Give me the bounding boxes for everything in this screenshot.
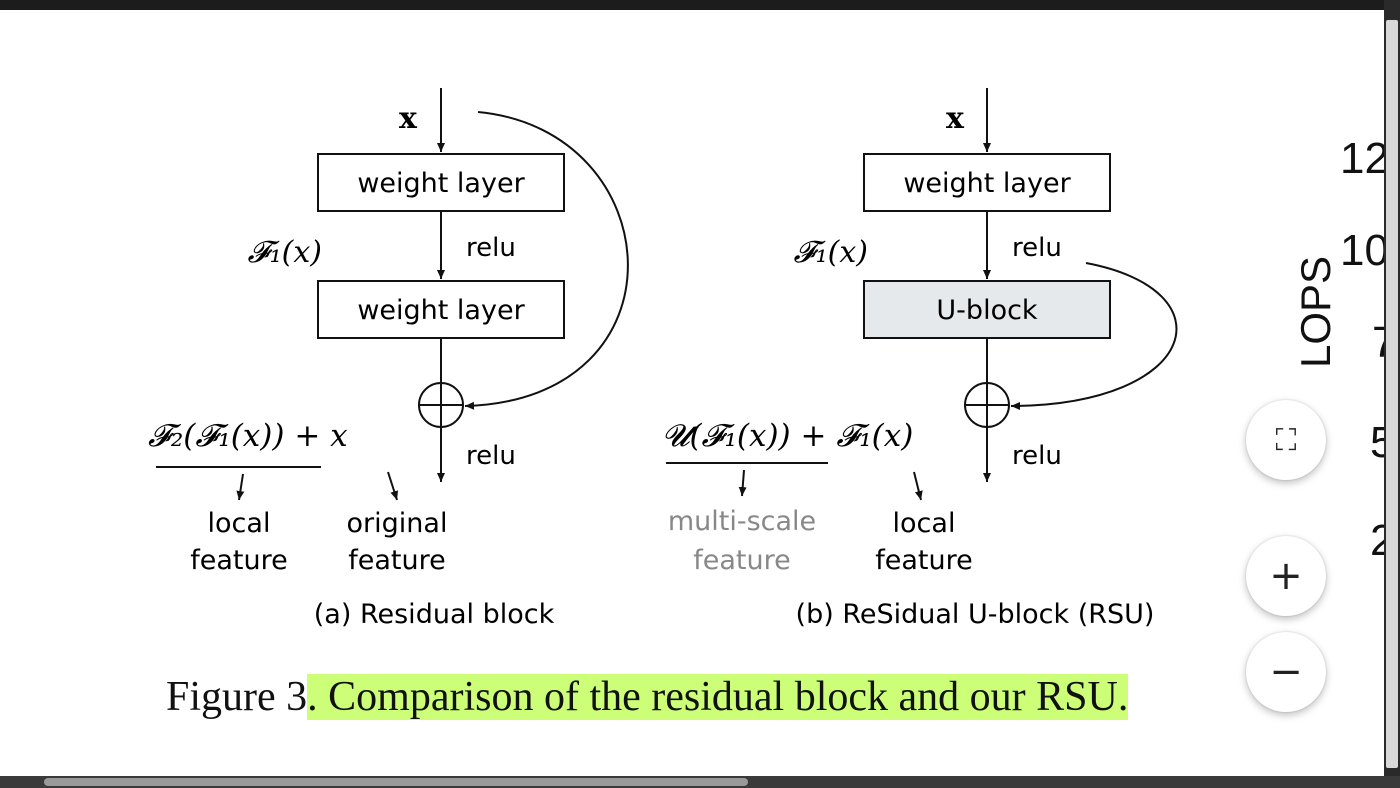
right-relu-1: relu	[1012, 233, 1062, 263]
plus-icon: +	[1269, 553, 1303, 599]
zoom-in-button[interactable]: +	[1246, 536, 1326, 616]
vertical-scrollbar-thumb[interactable]	[1386, 20, 1398, 768]
caption-highlighted: . Comparison of the residual block and o…	[307, 674, 1129, 720]
y-axis-label: LOPS	[1292, 255, 1339, 369]
left-skip-connection	[464, 111, 629, 410]
right-arrow-multiscale	[738, 469, 747, 497]
left-weight-layer-2	[317, 280, 565, 339]
left-arrow-local	[236, 473, 245, 501]
left-original-label-2: feature	[348, 545, 445, 576]
fit-screen-button[interactable]: ⛶	[1246, 400, 1326, 480]
document-viewer: x weight layer relu 𝓕₁(x) weight layer r…	[148, 88, 1384, 726]
left-weight-layer-2-label: weight layer	[357, 295, 525, 326]
left-local-label-2: feature	[190, 545, 287, 576]
minus-icon: −	[1269, 649, 1303, 695]
zoom-out-button[interactable]: −	[1246, 632, 1326, 712]
rsu-block: x weight layer relu 𝓕₁(x) U-block relu 𝓤…	[662, 88, 1178, 630]
right-subcaption: (b) ReSidual U-block (RSU)	[796, 599, 1155, 630]
fit-screen-icon: ⛶	[1275, 422, 1297, 458]
horizontal-scrollbar-thumb[interactable]	[44, 778, 748, 786]
left-weight-layer-1-label: weight layer	[357, 168, 525, 199]
right-arrow-local	[913, 471, 923, 501]
left-f1-label: 𝓕₁(x)	[248, 235, 323, 270]
right-relu-2: relu	[1012, 441, 1062, 471]
y-tick-10: 10	[1340, 226, 1384, 275]
right-local-label-2: feature	[875, 545, 972, 576]
right-input-label: x	[946, 101, 965, 136]
right-weight-layer-label: weight layer	[903, 168, 1071, 199]
left-input-label: x	[399, 101, 418, 136]
right-local-label-1: local	[893, 508, 956, 539]
right-f1-label: 𝓕₁(x)	[794, 235, 869, 270]
right-multiscale-label-2: feature	[693, 545, 790, 576]
right-multiscale-label-1: multi-scale	[668, 506, 816, 537]
left-sum-expression: 𝓕₂(𝓕₁(x)) + x	[148, 418, 348, 454]
left-original-label-1: original	[347, 508, 448, 539]
y-tick-5: 5	[1370, 418, 1384, 467]
left-relu-1: relu	[466, 233, 516, 263]
left-subcaption: (a) Residual block	[314, 599, 555, 630]
figure-3-diagram: x weight layer relu 𝓕₁(x) weight layer r…	[148, 88, 1178, 630]
right-u-block-label: U-block	[936, 295, 1038, 326]
top-edge-bar	[0, 0, 1400, 10]
left-local-label-1: local	[208, 508, 271, 539]
y-tick-2: 2	[1370, 516, 1384, 565]
right-sum-expression: 𝓤(𝓕₁(x)) + 𝓕₁(x)	[662, 418, 913, 454]
y-tick-7: 7	[1372, 318, 1384, 368]
figure-caption: Figure 3. Comparison of the residual blo…	[166, 668, 1129, 726]
right-skip-connection	[1010, 262, 1178, 410]
left-arrow-original	[387, 471, 399, 501]
residual-block: x weight layer relu 𝓕₁(x) weight layer r…	[148, 88, 629, 630]
caption-prefix: Figure 3	[166, 674, 308, 720]
y-tick-12: 12	[1340, 134, 1384, 183]
left-relu-2: relu	[466, 441, 516, 471]
